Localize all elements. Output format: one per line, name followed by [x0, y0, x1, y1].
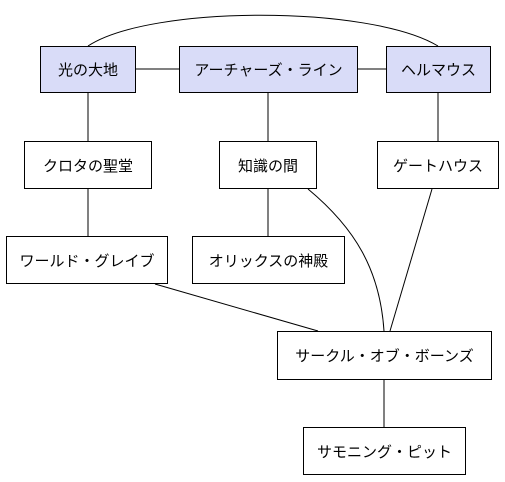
node-summoning-pits: サモニング・ピット	[303, 427, 466, 475]
node-temple-of-oryx: オリックスの神殿	[192, 236, 345, 284]
node-label: サモニング・ピット	[316, 442, 452, 461]
node-label: ワールド・グレイブ	[19, 251, 155, 270]
node-label: クロタの聖堂	[42, 156, 133, 175]
node-label: 光の大地	[57, 61, 118, 79]
node-gatehouse: ゲートハウス	[377, 141, 499, 189]
node-label: ゲートハウス	[392, 156, 483, 175]
edge-gate-circle	[389, 188, 433, 332]
edge-world-circle	[154, 283, 319, 332]
node-world-grave: ワールド・グレイブ	[6, 236, 168, 284]
node-kurota-sanctum: クロタの聖堂	[24, 141, 152, 189]
node-label: アーチャーズ・ライン	[194, 61, 343, 79]
edge-chishiki-circle	[307, 188, 385, 332]
node-hikari: 光の大地	[40, 46, 136, 93]
node-hellmouth: ヘルマウス	[386, 46, 491, 93]
node-label: サークル・オブ・ボーンズ	[295, 347, 474, 365]
node-label: 知識の間	[237, 156, 298, 175]
node-hall-of-knowledge: 知識の間	[219, 141, 317, 189]
node-label: オリックスの神殿	[208, 251, 329, 270]
node-label: ヘルマウス	[400, 61, 476, 79]
node-archers-line: アーチャーズ・ライン	[179, 46, 358, 93]
node-circle-of-bones: サークル・オブ・ボーンズ	[277, 331, 492, 380]
edge-hikari-helmous	[87, 14, 439, 47]
